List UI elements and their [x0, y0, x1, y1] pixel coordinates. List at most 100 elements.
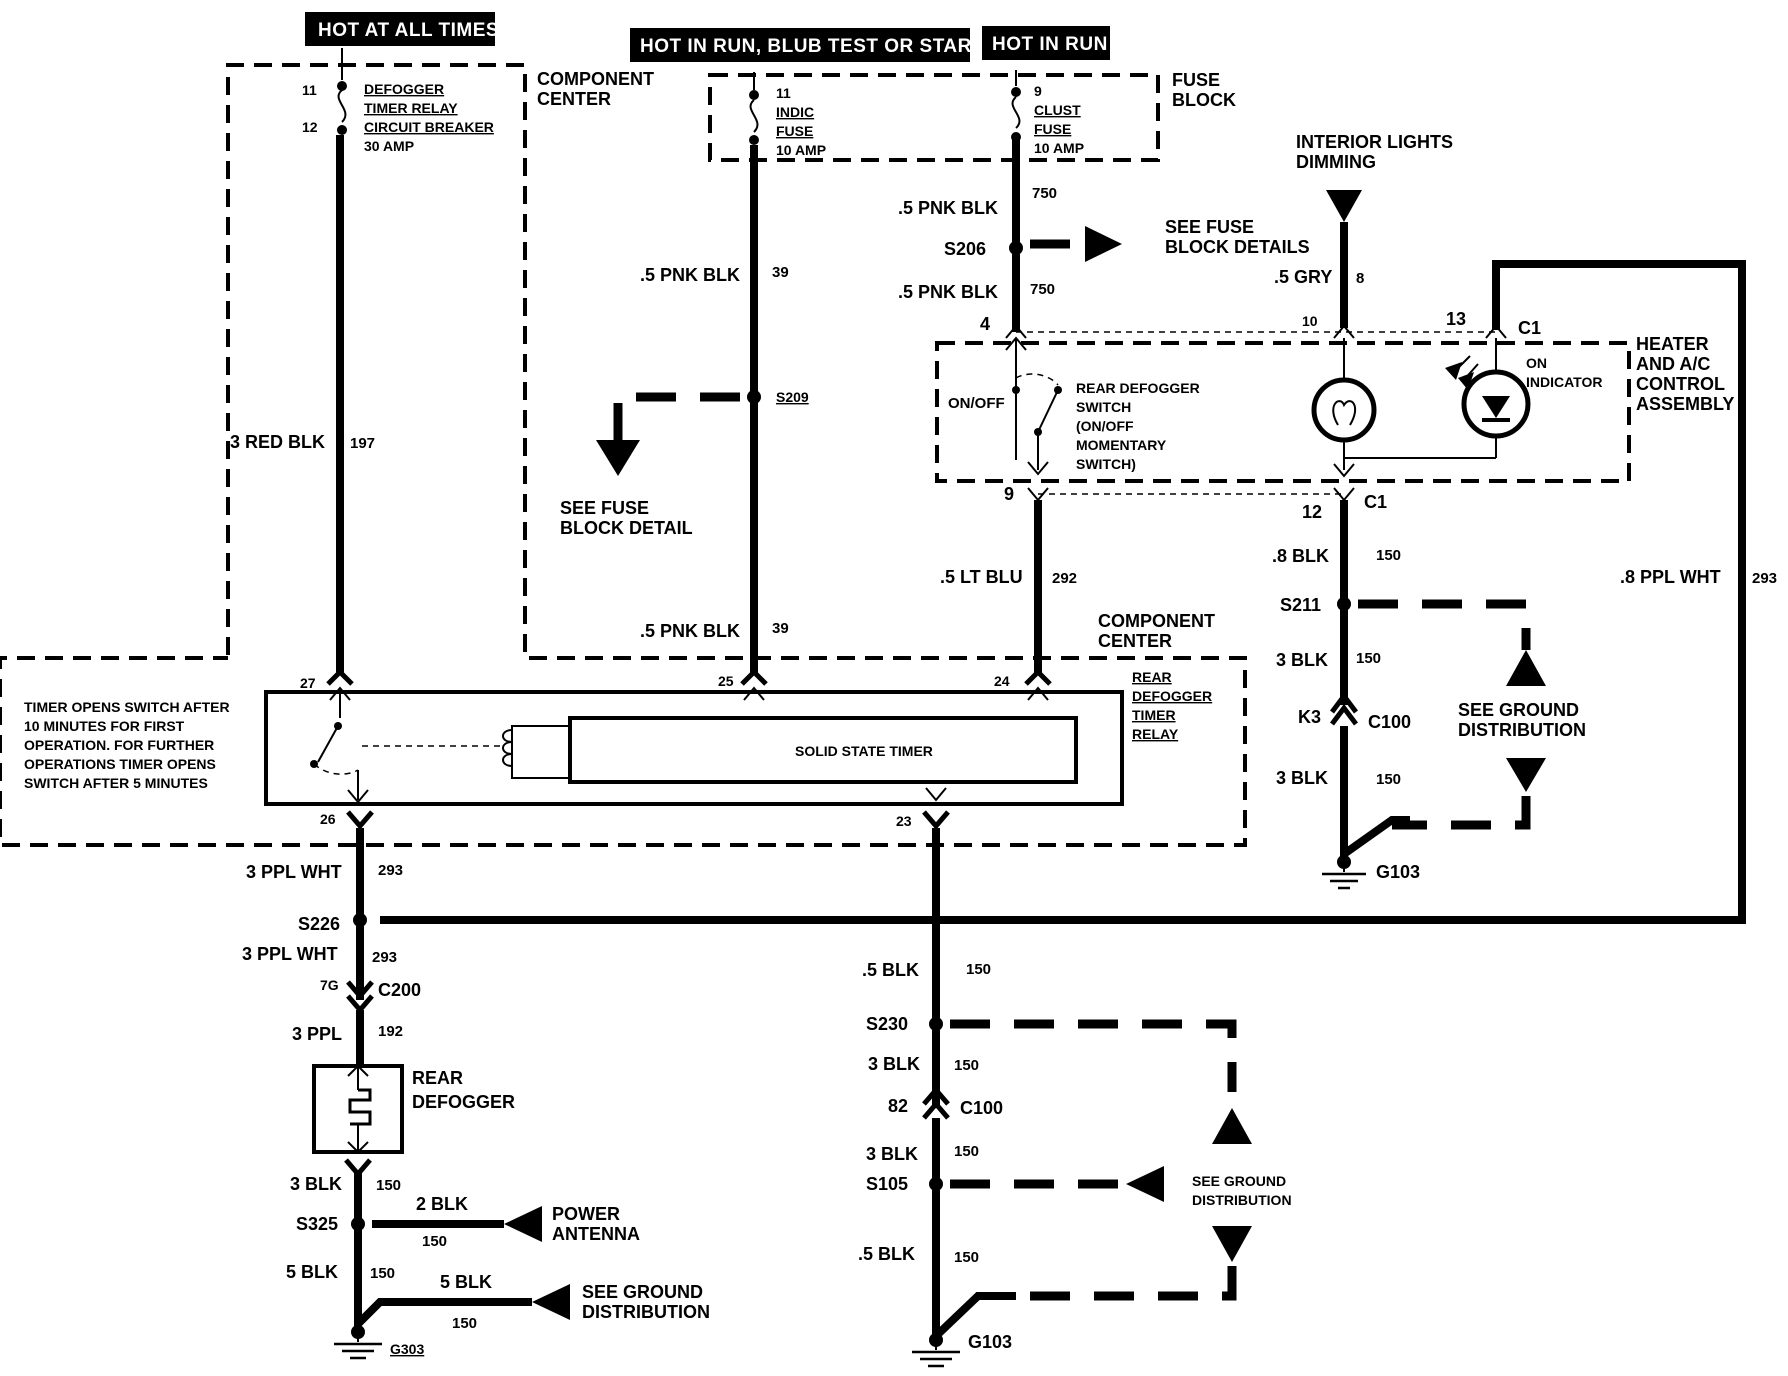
switch-label-3: (ON/OFF — [1076, 418, 1134, 434]
timer-note-1: TIMER OPENS SWITCH AFTER — [24, 699, 230, 715]
pin-24: 24 — [994, 673, 1010, 689]
timer-note-4: OPERATIONS TIMER OPENS — [24, 756, 216, 772]
c100-mid-label: C100 — [960, 1098, 1003, 1118]
wire-293-number-b: 293 — [372, 949, 397, 966]
solid-state-timer-label: SOLID STATE TIMER — [795, 743, 933, 759]
relay-contact-icon — [310, 686, 369, 804]
svg-text:30 AMP: 30 AMP — [364, 138, 414, 154]
fuse-block-label-2: BLOCK — [1172, 90, 1236, 110]
switch-label-5: SWITCH) — [1076, 456, 1136, 472]
wire-150-number-a: 150 — [1376, 547, 1401, 564]
defogger-out-terminal — [344, 1158, 372, 1178]
wire-150-mid-lower — [932, 1118, 1016, 1346]
rear-defogger-label: REAR — [412, 1068, 463, 1088]
wire-293-label-b: 3 PPL WHT — [242, 944, 338, 964]
pin-7g: 7G — [320, 977, 339, 993]
wire-150-number-c: 150 — [1376, 771, 1401, 788]
wire-39-number-b: 39 — [772, 620, 789, 637]
pin-25-connector — [740, 668, 768, 686]
wire-197-number: 197 — [350, 435, 375, 452]
wire-150-label-e: 2 BLK — [416, 1194, 468, 1214]
wire-750-label-b: .5 PNK BLK — [898, 282, 998, 302]
wire-150-label-f: 5 BLK — [286, 1262, 338, 1282]
see-fuse-block-detail-2: BLOCK DETAIL — [560, 518, 693, 538]
c100-right-terminal — [1330, 703, 1358, 726]
see-ground-dist-1: SEE GROUND — [1458, 700, 1579, 720]
heater-ac-label-4: ASSEMBLY — [1636, 394, 1734, 414]
component-center-outline — [0, 63, 1247, 847]
see-fuse-block-details-2: BLOCK DETAILS — [1165, 237, 1310, 257]
timer-note-3: OPERATION. FOR FURTHER — [24, 737, 214, 753]
heater-ac-assembly-outline — [935, 341, 1631, 483]
timer-note-5: SWITCH AFTER 5 MINUTES — [24, 775, 208, 791]
pin-13: 13 — [1446, 309, 1466, 329]
component-center-label-2: CENTER — [537, 89, 611, 109]
switch-on-off: ON/OFF — [948, 395, 1005, 412]
g103-right-arrow-down — [1506, 758, 1546, 792]
wire-150-right-lower — [1340, 726, 1410, 862]
s206-arrow — [1085, 226, 1122, 262]
pin-k3: K3 — [1298, 707, 1321, 727]
splice-s325-label: S325 — [296, 1214, 338, 1234]
power-antenna-label: POWER — [552, 1204, 620, 1224]
pin-9: 9 — [1004, 484, 1014, 504]
pin-26-connector — [346, 810, 374, 830]
wire-293-right-number: 293 — [1752, 570, 1777, 587]
svg-text:FUSE: FUSE — [776, 123, 813, 139]
wire-197-label: 3 RED BLK — [230, 432, 325, 452]
wire-8-label: .5 GRY — [1274, 267, 1332, 287]
fuse-block-outline — [708, 73, 1160, 162]
see-fuse-block-details: SEE FUSE — [1165, 217, 1254, 237]
splice-s209-label: S209 — [776, 389, 809, 405]
on-indicator-label: ON — [1526, 355, 1547, 371]
component-center-lower-label: COMPONENT — [1098, 611, 1215, 631]
wire-150-label-k: .5 BLK — [858, 1244, 915, 1264]
wire-750-number-a: 750 — [1032, 185, 1057, 202]
splice-s209 — [747, 390, 761, 404]
heater-ac-label: HEATER — [1636, 334, 1709, 354]
rear-defogger-label-2: DEFOGGER — [412, 1092, 515, 1112]
on-indicator-led-icon — [1445, 338, 1531, 458]
switch-label-4: MOMENTARY — [1076, 437, 1167, 453]
relay-coil-icon — [502, 725, 570, 779]
relay-label-4: RELAY — [1132, 726, 1179, 742]
wire-150-label-d: 3 BLK — [290, 1174, 342, 1194]
relay-label-1: REAR — [1132, 669, 1172, 685]
wire-150-number-k: 150 — [954, 1249, 979, 1266]
wire-750-number-b: 750 — [1030, 281, 1055, 298]
banner-hot-run-bulb-start: HOT IN RUN, BLUB TEST OR START — [630, 28, 983, 62]
wire-150-number-g: 150 — [452, 1315, 477, 1332]
wire-150-number-j: 150 — [954, 1143, 979, 1160]
pin-24-terminal — [1027, 686, 1049, 701]
wire-150-number-e: 150 — [422, 1233, 447, 1250]
see-ground-dist-3: SEE GROUND — [582, 1282, 703, 1302]
ground-g103-right-label: G103 — [1376, 862, 1420, 882]
switch-label-2: SWITCH — [1076, 399, 1131, 415]
rear-defogger-switch — [1005, 336, 1062, 476]
pin-24-connector — [1024, 668, 1052, 686]
wire-150-number-h: 150 — [966, 961, 991, 978]
svg-text:HOT AT ALL TIMES: HOT AT ALL TIMES — [318, 20, 499, 41]
clust-fuse: 9 CLUST FUSE 10 AMP — [1011, 70, 1084, 156]
splice-s211-label: S211 — [1280, 595, 1321, 615]
wire-750-label-a: .5 PNK BLK — [898, 198, 998, 218]
wire-39-number-a: 39 — [772, 264, 789, 281]
ground-g103-mid-icon — [912, 1333, 960, 1368]
c100-right-terminal-b — [1330, 691, 1358, 714]
svg-text:10 AMP: 10 AMP — [776, 142, 826, 158]
rear-defogger-grid-icon — [312, 1064, 404, 1154]
wire-293-label-a: 3 PPL WHT — [246, 862, 342, 882]
pin-4-terminal — [1005, 324, 1027, 339]
wire-39-label-a: .5 PNK BLK — [640, 265, 740, 285]
pin-82: 82 — [888, 1096, 908, 1116]
relay-label-2: DEFOGGER — [1132, 688, 1212, 704]
indic-fuse: 11 INDIC FUSE 10 AMP — [749, 72, 826, 158]
g103-mid-dashed — [1030, 1266, 1237, 1301]
c100-mid-terminal — [922, 1086, 950, 1106]
wire-150-number-i: 150 — [954, 1057, 979, 1074]
banner-hot-in-run: HOT IN RUN — [982, 26, 1110, 60]
s230-dashed-lead — [950, 1019, 1237, 1092]
ground-g303-icon — [334, 1325, 382, 1360]
splice-s211 — [1337, 597, 1351, 611]
